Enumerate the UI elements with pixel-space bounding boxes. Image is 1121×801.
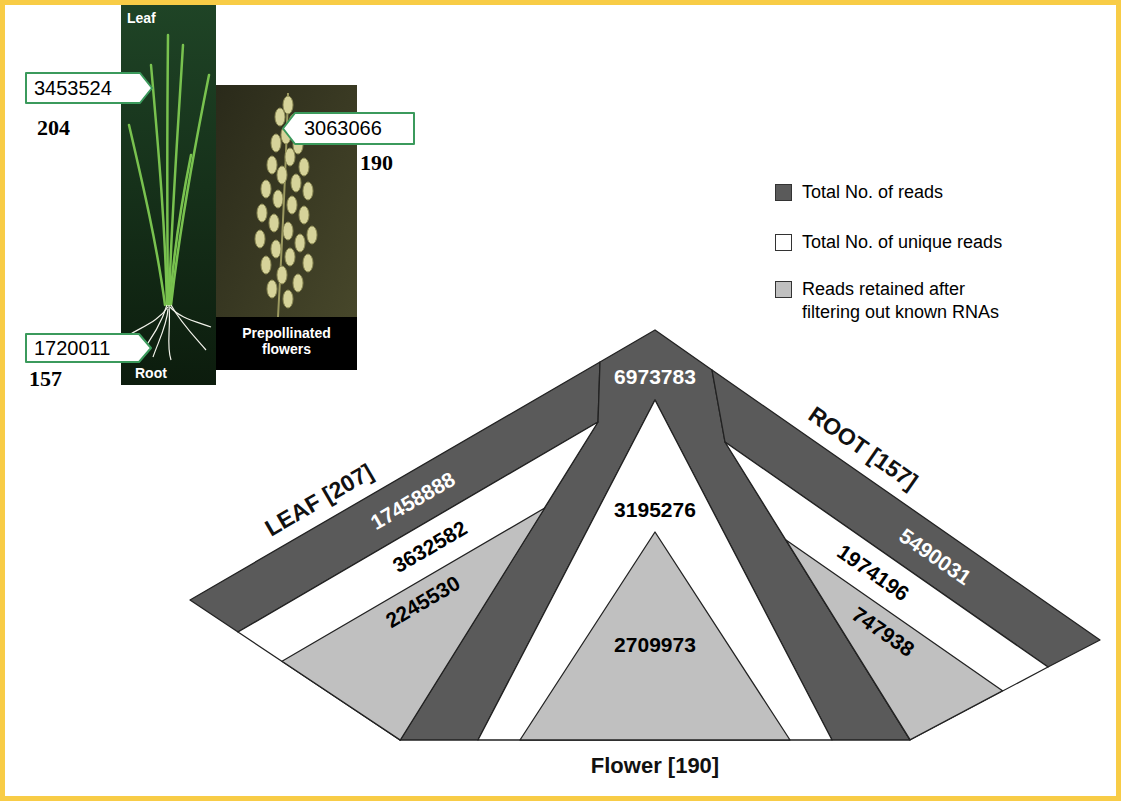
callout-box: 3453524 (25, 72, 153, 104)
leaf-blade (171, 75, 209, 305)
leaf-blade (166, 35, 169, 305)
root-strand (129, 307, 168, 335)
filtered-read-region: 2709973 (520, 532, 790, 740)
unique-read-region: 3195276 2709973 (478, 400, 832, 740)
unique-read-region: 1974196747938 (725, 442, 1048, 740)
read-count: 3453524 (34, 77, 112, 99)
read-count: 1720011 (34, 337, 110, 359)
callout-number: 157 (29, 367, 62, 391)
callout-outline-shape (26, 334, 151, 362)
photo-label: Prepollinated flowers (222, 325, 351, 357)
region-shape (725, 442, 1048, 740)
read-count: 2709973 (614, 633, 696, 657)
callout-number: 190 (360, 151, 393, 175)
read-callout: 1720011 157 (25, 333, 152, 391)
region-shape (520, 532, 790, 740)
callout-outline-shape (283, 113, 414, 144)
caption-strip (216, 317, 357, 370)
legend-text: Total No. of reads (802, 181, 1017, 204)
photo-label: Leaf (127, 10, 156, 26)
root-strand (170, 307, 211, 327)
filtered-read-region: 747938 (786, 540, 1003, 740)
callout-box: 3063066 (282, 112, 415, 145)
tissue-label: Flower [190] (591, 753, 719, 778)
legend-text: Reads retained after filtering out known… (802, 278, 1017, 323)
photo-label: Root (135, 365, 167, 381)
leaf-blade (170, 155, 191, 305)
region-shape (478, 400, 832, 740)
legend-swatch (775, 184, 792, 201)
read-count: 3063066 (304, 117, 382, 139)
legend-swatch (775, 234, 792, 251)
plant-photo-art (121, 5, 216, 385)
root-strand (169, 305, 171, 360)
root-strand (171, 305, 206, 350)
frame-border (3, 3, 1119, 799)
photo-ground (121, 5, 216, 385)
read-callout: 3063066 190 (282, 112, 415, 175)
legend-swatch (775, 281, 792, 298)
leaf-blade (129, 125, 165, 305)
legend-text: Total No. of unique reads (802, 231, 1017, 254)
plant-photo: LeafRoot (121, 5, 216, 385)
read-count: 3195276 (614, 498, 696, 522)
root-strand (153, 309, 168, 357)
region-shape (786, 540, 1003, 740)
read-count: 6973783 (614, 365, 696, 389)
callout-number: 204 (37, 116, 70, 140)
callout-outline-shape (26, 73, 152, 103)
callout-box: 1720011 (25, 333, 152, 363)
read-callout: 3453524 204 (25, 72, 153, 140)
